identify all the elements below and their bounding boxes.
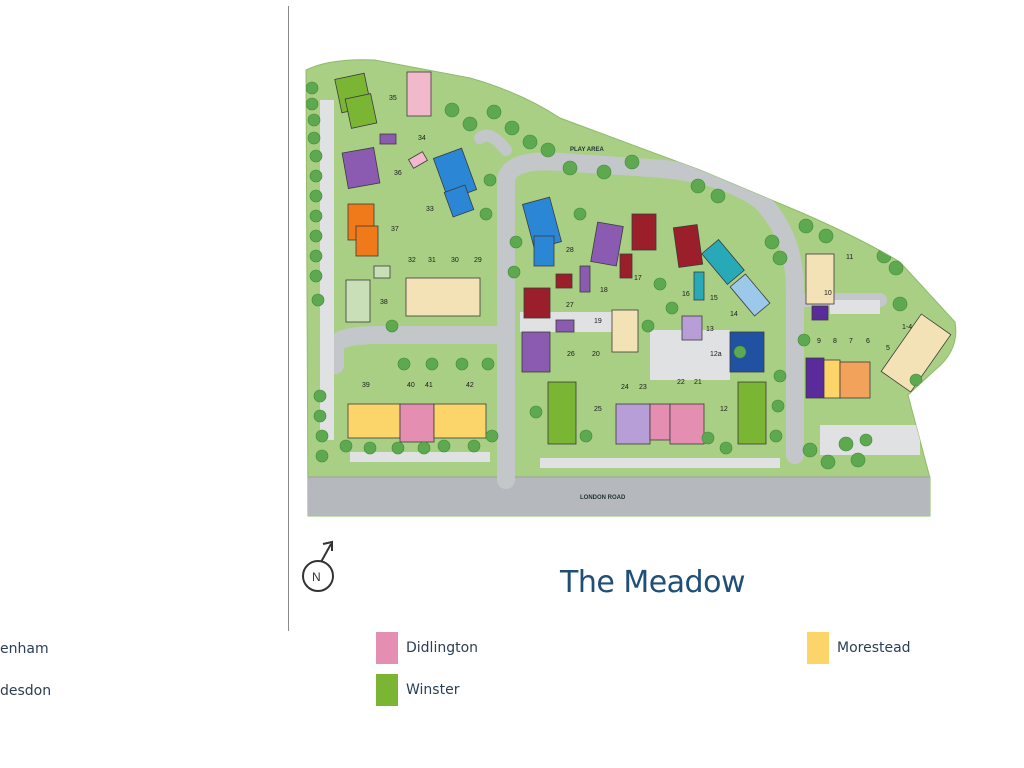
legend-item-morestead: Morestead — [807, 632, 911, 664]
legend-label-col1-row1: enham — [0, 641, 49, 657]
panel-divider — [288, 6, 289, 631]
plot-label-37: 37 — [391, 226, 399, 233]
plot-label-31: 31 — [428, 257, 436, 264]
plot-label-17: 17 — [634, 275, 642, 282]
plot-label-11: 11 — [846, 254, 853, 261]
plot-label-33: 33 — [426, 206, 434, 213]
london-road-label: LONDON ROAD — [580, 495, 626, 501]
legend-label-didlington: Didlington — [406, 640, 479, 656]
plot-label-32: 32 — [408, 257, 416, 264]
plot-label-40: 40 — [407, 382, 415, 389]
estate-road-upper — [474, 129, 512, 156]
plot-label-38: 38 — [380, 299, 388, 306]
plot-label-36: 36 — [394, 170, 402, 177]
plot-label-13: 13 — [706, 326, 714, 333]
plot-label-10: 10 — [824, 290, 832, 297]
plot-label-15: 15 — [710, 295, 718, 302]
plot-label-20: 20 — [592, 351, 600, 358]
estate-road-main — [497, 152, 804, 489]
legend-label-winster: Winster — [406, 682, 460, 698]
plot-label-34: 34 — [418, 135, 426, 142]
plot-label-27: 27 — [566, 302, 574, 309]
swatch-winster — [376, 674, 398, 706]
site-plan-map: PLAY AREA LONDON ROAD 35 34 36 33 37 32 31 30 29… — [305, 59, 957, 517]
north-compass-icon: N — [302, 540, 334, 592]
plot-label-22: 22 — [677, 379, 685, 386]
plot-label-42: 42 — [466, 382, 474, 389]
legend-label-morestead: Morestead — [837, 640, 911, 656]
plot-label-29: 29 — [474, 257, 482, 264]
play-area-label: PLAY AREA — [570, 147, 604, 153]
london-road — [306, 477, 940, 516]
plot-label-18: 18 — [600, 287, 608, 294]
plot-label-1-4: 1-4 — [902, 324, 912, 331]
swatch-morestead — [807, 632, 829, 664]
plot-label-16: 16 — [682, 291, 690, 298]
estate-road-west — [326, 326, 515, 374]
plot-label-12: 12 — [720, 406, 728, 413]
plot-label-26: 26 — [567, 351, 575, 358]
plot-label-19: 19 — [594, 318, 602, 325]
swatch-didlington — [376, 632, 398, 664]
plot-label-41: 41 — [425, 382, 433, 389]
plot-label-24: 24 — [621, 384, 629, 391]
plot-label-23: 23 — [639, 384, 647, 391]
plot-label-28: 28 — [566, 247, 574, 254]
plot-label-7: 7 — [849, 338, 853, 345]
plot-label-39: 39 — [362, 382, 370, 389]
plot-label-8: 8 — [833, 338, 837, 345]
plot-label-6: 6 — [866, 338, 870, 345]
plot-label-9: 9 — [817, 338, 821, 345]
plot-label-12a: 12a — [710, 351, 722, 358]
plot-label-21: 21 — [694, 379, 702, 386]
plot-label-35: 35 — [389, 95, 397, 102]
compass-north-label: N — [312, 570, 321, 584]
legend-item-winster: Winster — [376, 674, 459, 706]
development-title: The Meadow — [560, 565, 746, 600]
legend-item-didlington: Didlington — [376, 632, 478, 664]
plot-label-14: 14 — [730, 311, 738, 318]
plot-label-25: 25 — [594, 406, 602, 413]
plot-label-5: 5 — [886, 345, 890, 352]
plot-label-30: 30 — [451, 257, 459, 264]
legend-label-col1-row2: desdon — [0, 683, 52, 699]
